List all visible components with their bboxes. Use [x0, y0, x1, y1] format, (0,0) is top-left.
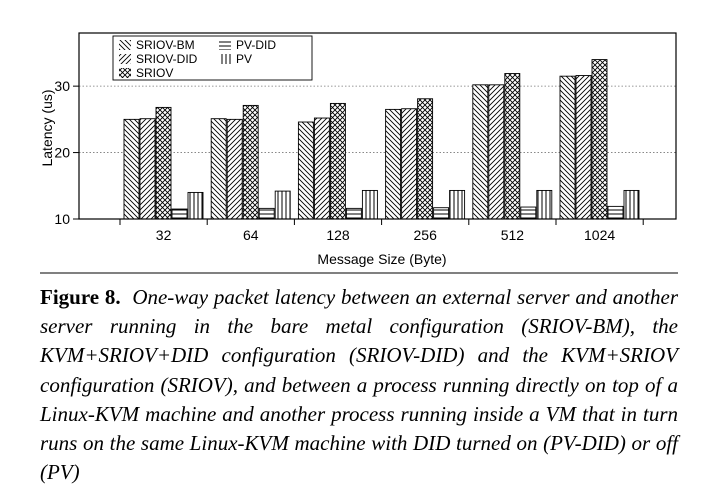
- bar-pv-128: [361, 189, 378, 220]
- bar-sriov-bm-512: [472, 84, 489, 220]
- bar-sriov-bm-256: [385, 108, 402, 220]
- bar-sriov-did-32: [139, 118, 156, 220]
- legend-label-pv: PV: [236, 52, 252, 66]
- x-tick-label: 128: [326, 227, 350, 243]
- y-axis-label: Latency (us): [39, 89, 55, 166]
- legend-swatch-pv-did: [219, 40, 231, 50]
- axes: 10 20 30 32 64 128 256 512 1024: [54, 78, 644, 243]
- bar-sriov-512: [504, 73, 521, 220]
- bar-sriov-bm-128: [297, 121, 314, 220]
- bar-sriov-128: [329, 102, 346, 220]
- figure-caption: Figure 8. One-way packet latency between…: [40, 283, 678, 487]
- bar-pv-512: [536, 189, 553, 220]
- bar-sriov-did-64: [226, 118, 243, 220]
- legend-box: [112, 35, 313, 81]
- bar-pv-64: [274, 190, 291, 220]
- bar-pv-did-64: [258, 207, 275, 220]
- bar-sriov-64: [242, 104, 259, 220]
- x-tick-label: 256: [414, 227, 438, 243]
- bar-pv-did-128: [345, 207, 362, 220]
- x-axis-label: Message Size (Byte): [317, 251, 446, 267]
- bar-pv-did-256: [433, 207, 450, 220]
- bar-pv-did-32: [171, 208, 188, 220]
- x-tick-label: 32: [156, 227, 172, 243]
- legend-swatch-sriov-did: [119, 54, 131, 64]
- bar-sriov-bm-32: [123, 118, 140, 220]
- latency-bar-chart: 10 20 30 32 64 128 256 512 1024 Latency (us) Mes…: [39, 32, 678, 274]
- legend-swatch-pv: [219, 54, 231, 64]
- legend-swatch-sriov: [119, 68, 131, 78]
- bar-pv-32: [187, 191, 204, 220]
- legend-swatch-sriov-bm: [119, 40, 131, 50]
- figure-caption-text: One-way packet latency between an extern…: [40, 285, 678, 485]
- figure-label: Figure 8.: [40, 285, 121, 309]
- bar-sriov-did-512: [488, 84, 505, 220]
- x-tick-label: 1024: [584, 227, 615, 243]
- bars: [123, 59, 640, 220]
- x-tick-label: 512: [501, 227, 525, 243]
- y-tick-label: 30: [54, 78, 70, 94]
- bar-sriov-did-1024: [575, 75, 592, 220]
- bar-pv-1024: [623, 189, 640, 220]
- legend-label-sriov-bm: SRIOV-BM: [136, 38, 195, 52]
- legend: SRIOV-BM SRIOV-DID SRIOV PV-DID PV: [112, 35, 313, 81]
- x-tick-label: 64: [243, 227, 259, 243]
- bar-pv-256: [449, 189, 466, 220]
- bar-sriov-did-128: [313, 117, 330, 220]
- bar-sriov-1024: [591, 59, 608, 220]
- y-tick-label: 10: [54, 211, 70, 227]
- bar-sriov-bm-1024: [559, 75, 576, 220]
- bar-sriov-32: [155, 106, 172, 220]
- y-tick-label: 20: [54, 145, 70, 161]
- bar-pv-did-1024: [607, 205, 624, 220]
- legend-label-pv-did: PV-DID: [236, 38, 276, 52]
- bar-pv-did-512: [520, 206, 537, 220]
- plot-frame: [78, 32, 677, 220]
- bar-sriov-did-256: [401, 108, 418, 220]
- legend-label-sriov-did: SRIOV-DID: [136, 52, 198, 66]
- legend-label-sriov: SRIOV: [136, 66, 173, 80]
- bar-sriov-256: [417, 98, 434, 220]
- bar-sriov-bm-64: [210, 118, 227, 220]
